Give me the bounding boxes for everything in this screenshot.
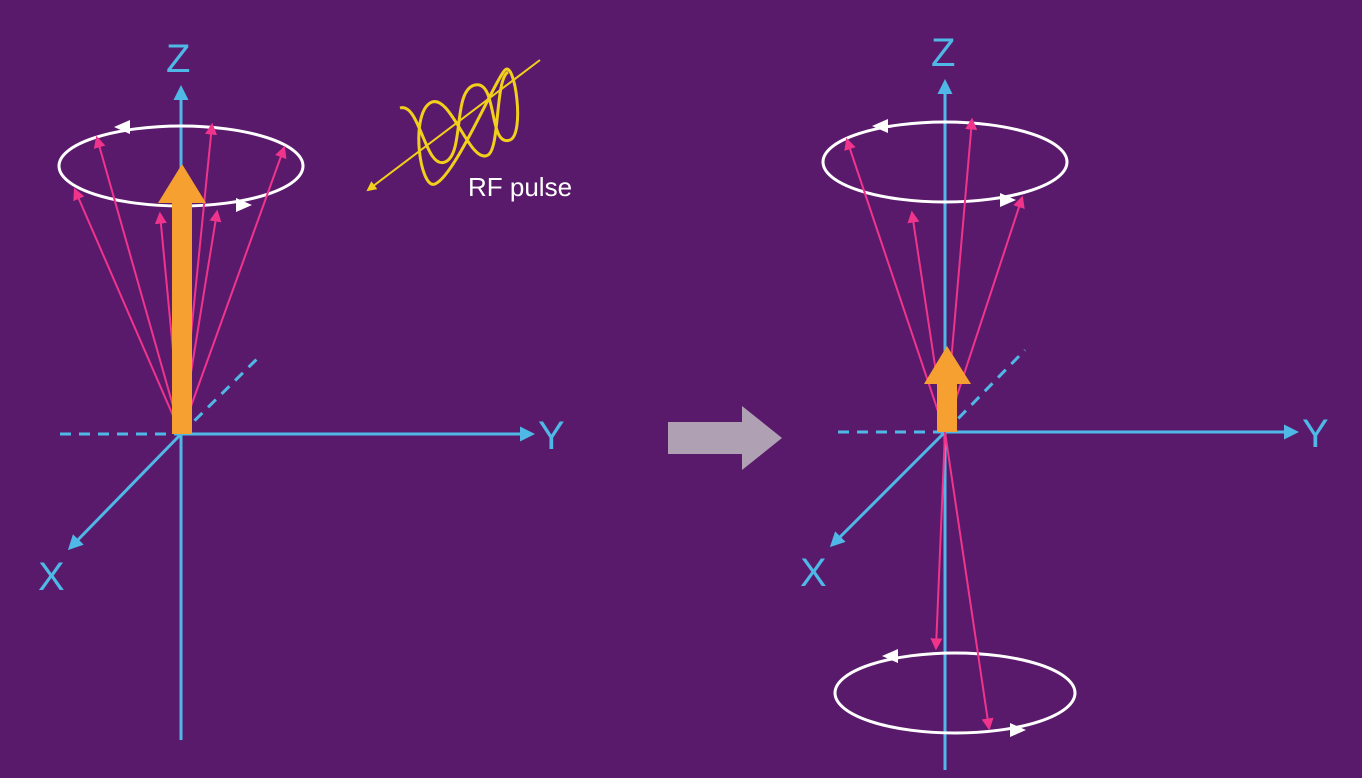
right-x-axis [829, 430, 947, 548]
right-upper-precession-arrow-top [872, 119, 888, 133]
right-arrow-icon [668, 406, 782, 470]
spin-vector [944, 195, 1025, 433]
right-lower-precession-arrow-top [882, 649, 898, 663]
left-y-label: Y [538, 414, 565, 458]
right-upper-precession-ellipse [821, 120, 1069, 204]
rf-pulse-label: RF pulse [468, 172, 572, 202]
left-precession-arrow-top [114, 120, 130, 134]
left-x-label: X [38, 555, 65, 599]
left-panel: Z Y X [38, 37, 565, 740]
spin-vector [93, 135, 182, 435]
right-x-axis-dashed [943, 348, 1027, 434]
right-z-label: Z [931, 31, 955, 75]
sine-wave-icon [399, 67, 520, 186]
left-precession-arrow-bottom [236, 198, 252, 212]
right-x-label: X [800, 551, 827, 595]
left-z-label: Z [166, 37, 190, 81]
right-panel: Z Y X [800, 31, 1329, 770]
right-y-label: Y [1302, 412, 1329, 456]
right-lower-precession-ellipse [833, 651, 1077, 735]
right-spin-vectors-down [930, 431, 994, 731]
right-lower-precession-arrow-bottom [1010, 723, 1026, 737]
left-x-axis [67, 432, 183, 551]
left-net-magnetization-arrow [158, 164, 206, 434]
right-upper-precession-arrow-bottom [1000, 193, 1016, 207]
rf-propagation-arrow [366, 59, 541, 192]
right-net-magnetization-arrow [924, 346, 971, 432]
spin-vector [930, 431, 946, 651]
spin-vector [180, 145, 287, 435]
spin-vector [73, 187, 182, 435]
spin-vector [944, 431, 994, 731]
rf-pulse: RF pulse [366, 59, 572, 202]
